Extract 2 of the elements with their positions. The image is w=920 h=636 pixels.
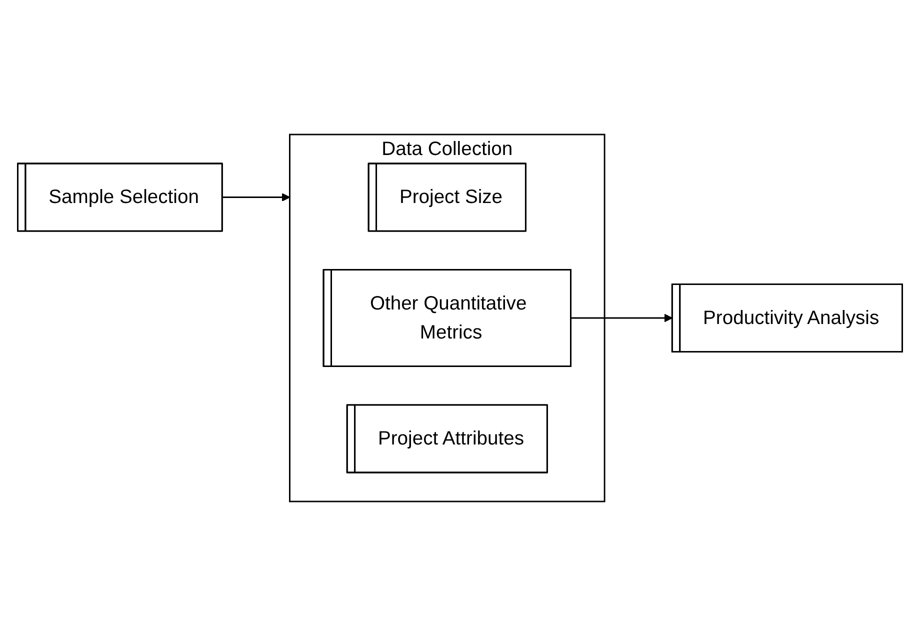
arrow <box>222 193 290 202</box>
arrow <box>570 314 673 322</box>
